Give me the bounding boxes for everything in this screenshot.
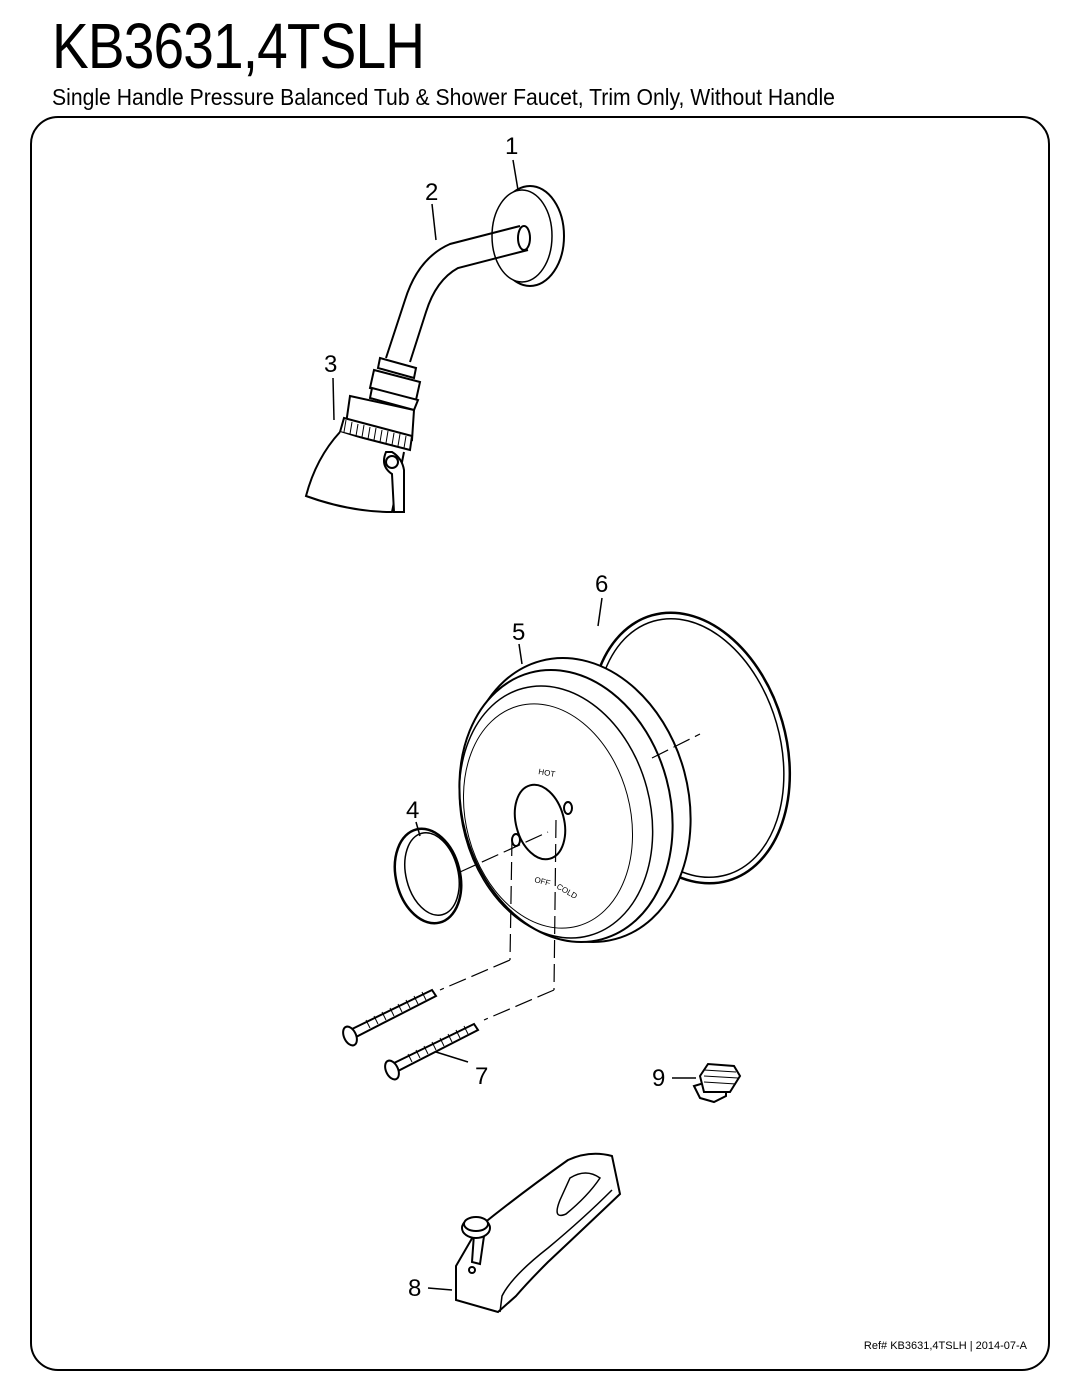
tub-spout-with-diverter	[455, 1152, 622, 1314]
mounting-screws	[342, 988, 480, 1081]
diagram-frame	[30, 116, 1050, 1371]
reference-footer: Ref# KB3631,4TSLH | 2014-07-A	[863, 1340, 1027, 1352]
plate-label-hot: HOT	[538, 767, 556, 779]
callout-5: 5	[512, 619, 525, 646]
callout-1: 1	[505, 133, 518, 160]
leader-lines-upper	[332, 159, 519, 421]
callout-2: 2	[425, 179, 438, 206]
escutcheon-plate: HOT OFF COLD	[458, 657, 692, 943]
retaining-ring	[393, 827, 463, 925]
shower-arm	[385, 225, 531, 363]
callout-7: 7	[475, 1063, 488, 1090]
callout-3: 3	[324, 351, 337, 378]
callout-6: 6	[595, 571, 608, 598]
pipe-plug	[692, 1062, 742, 1104]
leader-lines-lower	[415, 597, 696, 1291]
model-number-title: KB3631,4TSLH	[52, 10, 425, 82]
plate-label-off: OFF	[534, 875, 552, 888]
assembly-axis-lines	[439, 733, 701, 1021]
callout-9: 9	[652, 1065, 665, 1092]
callout-8: 8	[408, 1275, 421, 1302]
shower-head	[304, 356, 422, 514]
product-description: Single Handle Pressure Balanced Tub & Sh…	[52, 84, 835, 110]
callout-4: 4	[406, 797, 419, 824]
